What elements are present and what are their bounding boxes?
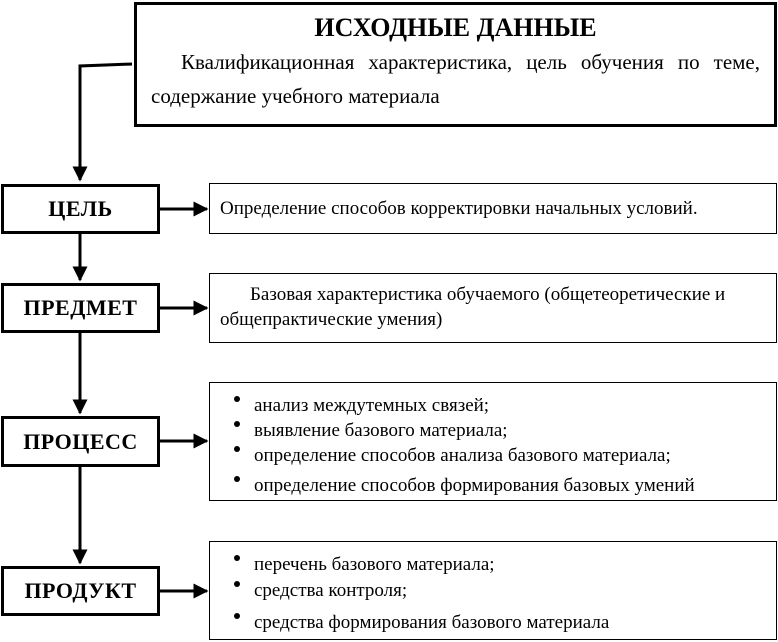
stage-goal-label: ЦЕЛЬ <box>48 196 113 221</box>
stage-product-box: ПРОДУКТ <box>1 566 160 616</box>
list-item: перечень базового материала; <box>220 552 766 578</box>
list-item: средства контроля; <box>220 578 766 604</box>
stage-subject-label: ПРЕДМЕТ <box>23 295 138 320</box>
stage-product-label: ПРОДУКТ <box>24 578 137 603</box>
stage-process-label: ПРОЦЕСС <box>23 428 138 454</box>
stage-subject-description: Базовая характеристика обучаемого (общет… <box>220 284 726 330</box>
stage-goal-box: ЦЕЛЬ <box>1 184 160 234</box>
source-data-title: ИСХОДНЫЕ ДАННЫЕ <box>314 13 597 42</box>
stage-subject-box: ПРЕДМЕТ <box>1 283 160 333</box>
arrow-header-to-goal <box>72 62 133 182</box>
list-item: средства формирования базового материала <box>220 610 766 636</box>
stage-product-description-box: перечень базового материала; средства ко… <box>209 541 777 640</box>
stage-process-description-box: анализ междутемных связей; выявление баз… <box>209 382 777 501</box>
stage-goal-description: Определение способов корректировки начал… <box>220 198 698 219</box>
stage-product-list: перечень базового материала; средства ко… <box>220 552 766 636</box>
source-data-text: Квалификационная характеристика, цель об… <box>151 50 760 108</box>
stage-subject-description-box: Базовая характеристика обучаемого (общет… <box>209 273 777 343</box>
stage-process-list: анализ междутемных связей; выявление баз… <box>220 393 766 498</box>
stage-goal-description-box: Определение способов корректировки начал… <box>209 183 777 234</box>
stage-process-box: ПРОЦЕСС <box>1 416 160 467</box>
list-item: определение способов анализа базового ма… <box>220 443 766 468</box>
source-data-box: ИСХОДНЫЕ ДАННЫЕ Квалификационная характе… <box>134 2 777 127</box>
list-item: анализ междутемных связей; <box>220 393 766 418</box>
list-item: выявление базового материала; <box>220 418 766 443</box>
list-item: определение способов формирования базовы… <box>220 473 766 498</box>
